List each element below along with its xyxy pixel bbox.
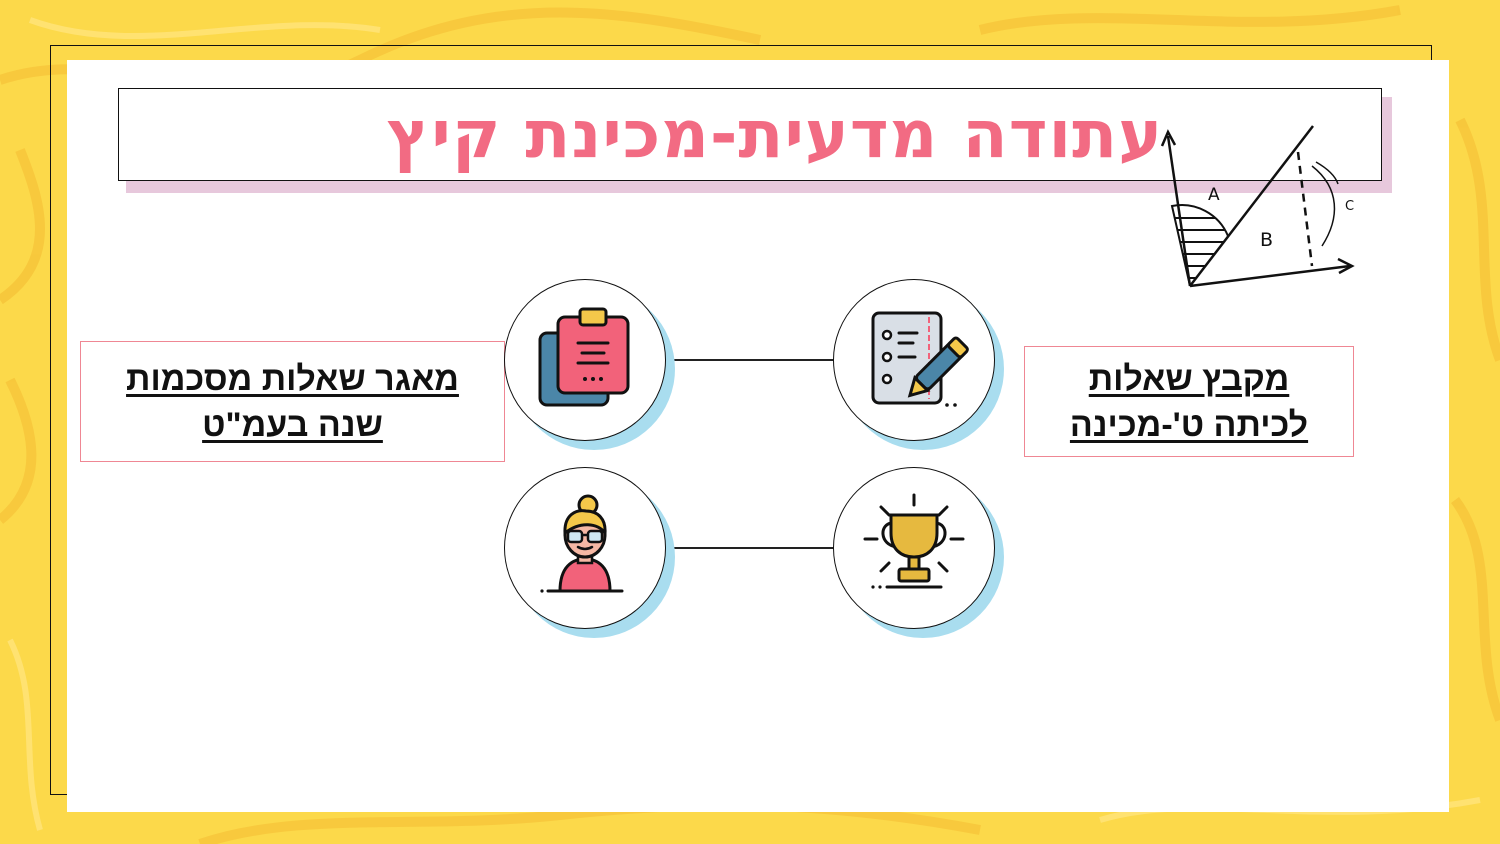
summary-questions-line1: מאגר שאלות מסכמות [126,359,459,398]
connector-top [666,359,834,361]
connector-bottom [666,547,834,549]
clipboard-notes-icon [538,307,630,407]
geometry-label-c: C [1345,199,1354,214]
summary-questions-line2: שנה בעמ"ט [202,405,383,444]
trophy-icon [863,493,965,589]
summary-questions-box: מאגר שאלות מסכמות שנה בעמ"ט [80,341,505,462]
document-pen-icon [871,311,969,407]
circle-trophy[interactable] [833,467,1004,638]
geometry-label-a: A [1208,185,1220,205]
grade9-questions-line1: מקבץ שאלות [1088,359,1290,398]
student-avatar-icon [540,494,624,593]
grade9-questions-link[interactable]: מקבץ שאלות לכיתה ט'-מכינה [1070,356,1308,448]
circle-clipboard[interactable] [504,279,675,450]
geometry-label-b: B [1260,229,1273,251]
circle-student[interactable] [504,467,675,638]
circle-document-pen[interactable] [833,279,1004,450]
grade9-questions-box: מקבץ שאלות לכיתה ט'-מכינה [1024,346,1354,457]
summary-questions-link[interactable]: מאגר שאלות מסכמות שנה בעמ"ט [126,356,459,448]
page-title: עתודה מדעית-מכינת קיץ [386,96,1164,173]
grade9-questions-line2: לכיתה ט'-מכינה [1069,405,1309,444]
geometry-angle-icon: A B C [1160,125,1355,288]
